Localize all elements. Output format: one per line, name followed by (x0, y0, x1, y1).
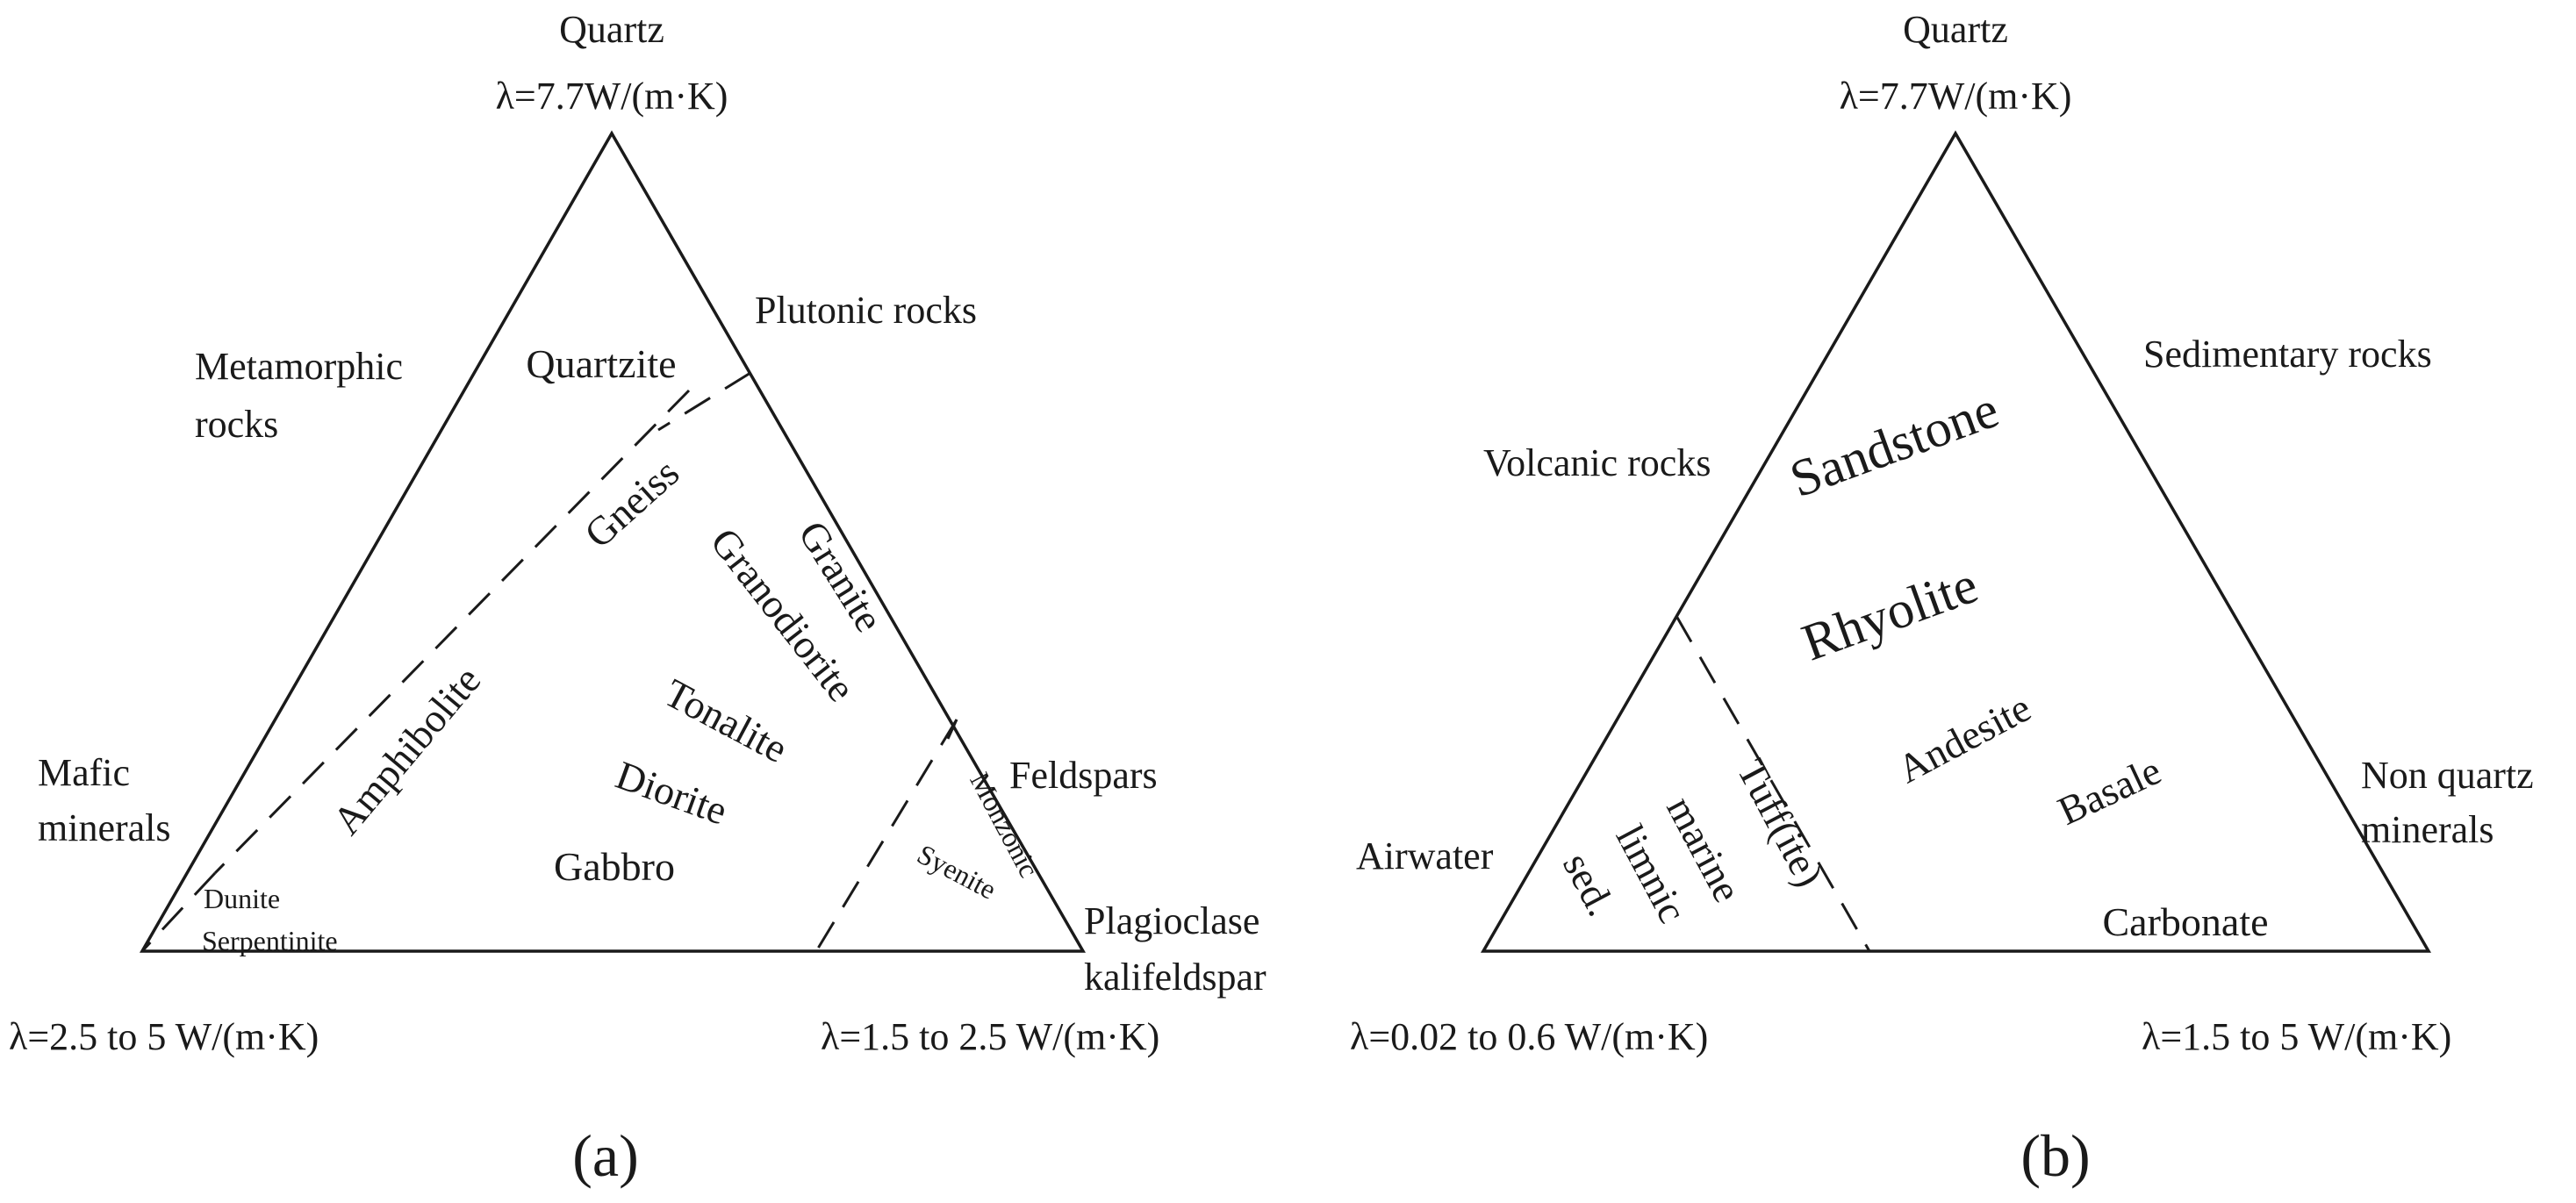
caption-a: (a) (572, 1122, 638, 1189)
apex-right-name-a-1: Plagioclase (1084, 899, 1259, 942)
right-vertex-b-2: minerals (2361, 808, 2494, 851)
rock-tuffite: Tuff(ite) (1729, 752, 1833, 894)
left-vertex-b: Airwater (1356, 834, 1494, 877)
diagram-b: Quartz λ=7.7W/(m·K) Sedimentary rocks Vo… (1350, 8, 2534, 1189)
triangle-b-outline (1480, 130, 2432, 953)
rock-syenite: Syenite (912, 838, 1001, 906)
left-vertex-a-2: minerals (38, 806, 171, 849)
boundary-volcanic-sediment (1675, 615, 1871, 952)
left-vertex-a-1: Mafic (38, 751, 130, 794)
rock-sandstone: Sandstone (1783, 380, 2006, 508)
boundary-monzonic-syenite (814, 719, 958, 952)
boundary-metamorphic-plutonic (213, 389, 691, 875)
right-edge-label-a: Feldspars (1009, 754, 1158, 797)
apex-right-name-a-2: kalifeldspar (1084, 956, 1266, 999)
left-side-group-a-2: rocks (195, 403, 278, 446)
boundary-monzonic-tick (946, 719, 958, 740)
rock-carbonate: Carbonate (2102, 899, 2268, 944)
left-side-group-b: Volcanic rocks (1483, 441, 1711, 484)
apex-top-lambda-a: λ=7.7W/(m·K) (496, 75, 728, 118)
rock-dunite: Dunite (204, 883, 280, 914)
rock-sed: sed. (1554, 846, 1624, 923)
triangle-a-outline (139, 130, 1087, 953)
rock-rhyolite: Rhyolite (1795, 555, 1985, 672)
right-side-group-a: Plutonic rocks (755, 289, 977, 332)
rock-serpentinite: Serpentinite (202, 925, 338, 956)
apex-left-lambda-a: λ=2.5 to 5 W/(m·K) (9, 1015, 319, 1058)
rock-basale: Basale (2051, 748, 2168, 834)
boundary-metamorphic-ultramafic (140, 871, 217, 953)
right-vertex-b-1: Non quartz (2361, 754, 2534, 797)
rock-diorite: Diorite (610, 752, 733, 833)
boundary-quartzite-gneiss (657, 371, 751, 432)
rock-quartzite: Quartzite (526, 341, 676, 386)
rock-gneiss: Gneiss (576, 450, 687, 557)
right-side-group-b: Sedimentary rocks (2143, 333, 2432, 376)
diagram-a: Quartz λ=7.7W/(m·K) Metamorphic rocks Pl… (9, 8, 1266, 1189)
apex-right-lambda-b: λ=1.5 to 5 W/(m·K) (2142, 1015, 2451, 1058)
rock-andesite: Andesite (1891, 684, 2038, 791)
apex-left-lambda-b: λ=0.02 to 0.6 W/(m·K) (1350, 1015, 1708, 1058)
left-side-group-a-1: Metamorphic (195, 345, 403, 388)
rock-amphibolite: Amphibolite (324, 658, 490, 843)
apex-top-name-a: Quartz (559, 8, 664, 51)
apex-top-lambda-b: λ=7.7W/(m·K) (1840, 75, 2072, 118)
apex-top-name-b: Quartz (1903, 8, 2008, 51)
rock-gabbro: Gabbro (554, 844, 675, 889)
caption-b: (b) (2020, 1122, 2090, 1189)
apex-right-lambda-a: λ=1.5 to 2.5 W/(m·K) (821, 1015, 1159, 1058)
rock-tonalite: Tonalite (657, 670, 794, 771)
